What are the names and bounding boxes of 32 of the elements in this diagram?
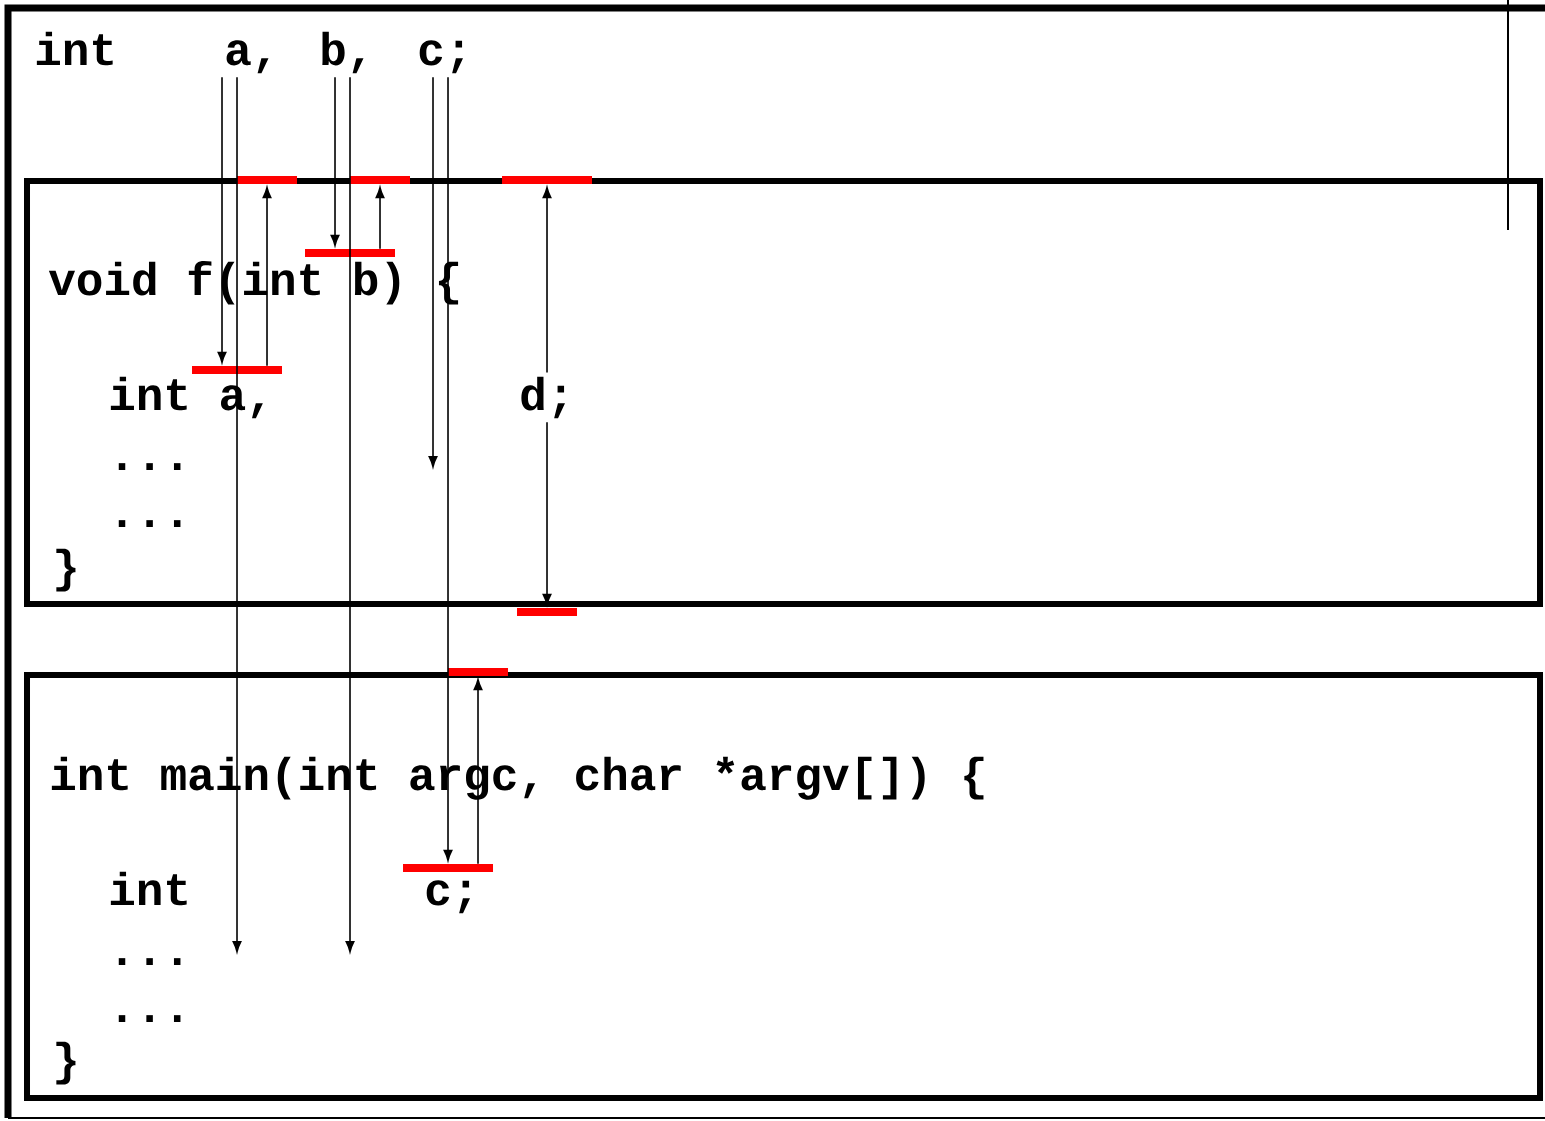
scope-bar (237, 176, 297, 184)
arrow (217, 76, 227, 364)
scope-bar (192, 366, 282, 374)
code-text: ... (118, 1015, 181, 1022)
arrow (330, 76, 340, 247)
code-text: } (56, 548, 76, 592)
code-text: a, (226, 40, 269, 74)
arrow (262, 186, 272, 367)
code-text: ... (118, 958, 181, 965)
code-text: ... (118, 463, 181, 470)
arrow (473, 678, 483, 865)
code-text: ... (118, 520, 181, 527)
code-text: d; (521, 376, 565, 419)
code-text: int (36, 31, 113, 66)
code-text: } (56, 1041, 76, 1085)
arrow (232, 76, 242, 953)
arrow (345, 76, 355, 953)
arrow (375, 186, 385, 250)
scope-bar (403, 864, 493, 872)
arrow (542, 421, 552, 606)
arrow (542, 186, 552, 374)
scope-bar (350, 176, 410, 184)
code-text: c; (419, 40, 463, 74)
arrow (443, 76, 453, 862)
code-text: int (110, 871, 187, 906)
code-text: b, (322, 31, 364, 74)
scope-bar (305, 249, 395, 257)
scope-bar (502, 176, 592, 184)
scope-bar (517, 608, 577, 616)
scope-bar (448, 668, 508, 676)
arrow (428, 76, 438, 468)
code-text: c; (426, 880, 470, 914)
